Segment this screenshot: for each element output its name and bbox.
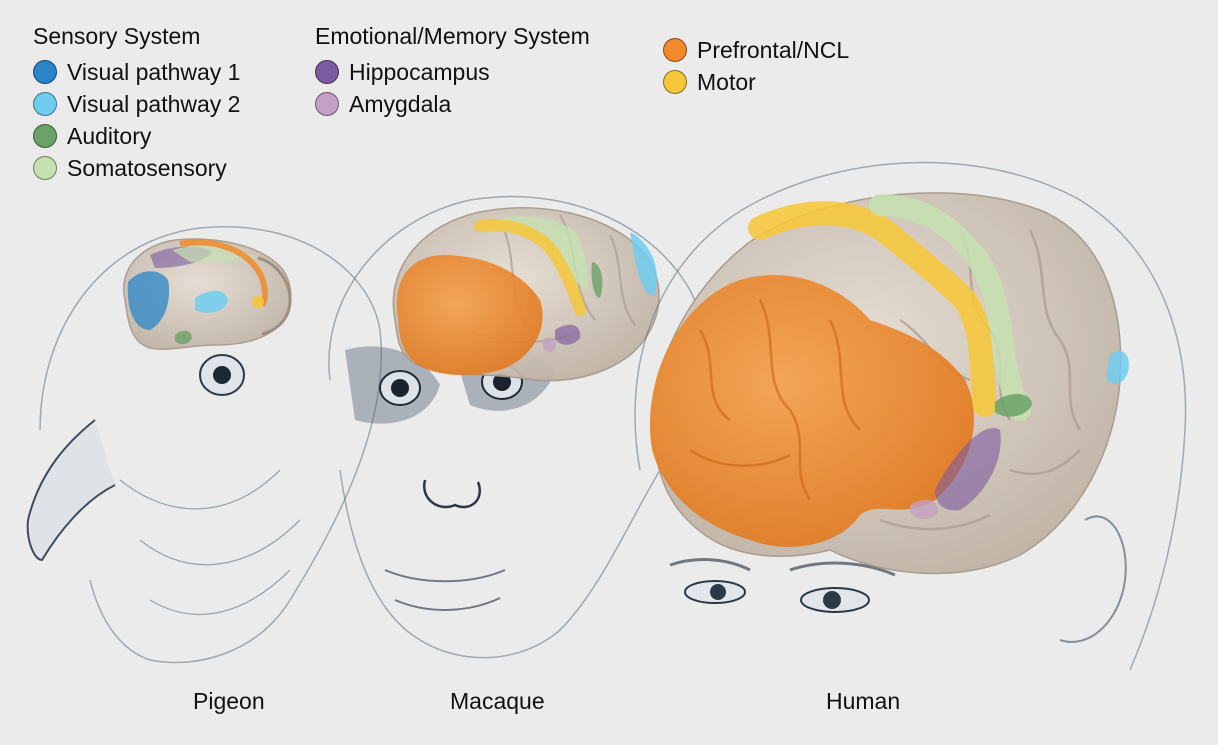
pigeon-feather-sketch — [119, 469, 301, 616]
legend-label-motor: Motor — [697, 68, 756, 95]
pigeon-region-visual-2 — [195, 290, 228, 313]
macaque-region-amygdala — [542, 337, 557, 352]
legend-swatch-motor — [663, 70, 687, 94]
pigeon-beak-sketch — [26, 419, 116, 562]
caption-macaque: Macaque — [450, 688, 545, 714]
human-region-auditory — [995, 394, 1032, 417]
caption-human: Human — [826, 688, 901, 714]
pigeon-pupil — [213, 366, 231, 384]
human-pupil-left — [710, 584, 726, 600]
legend-label-visual-pathway-1: Visual pathway 1 — [67, 58, 241, 85]
legend-swatch-auditory — [33, 124, 57, 148]
pigeon-head-sketch — [39, 226, 382, 664]
legend-label-auditory: Auditory — [67, 122, 152, 149]
legend-emotional-memory-system: Emotional/Memory System Hippocampus Amyg… — [315, 22, 590, 120]
macaque-pupil-right — [493, 373, 511, 391]
macaque-nose — [422, 479, 481, 509]
macaque-region-hippocampus — [555, 324, 581, 345]
pigeon-region-motor — [252, 296, 264, 308]
legend-label-amygdala: Amygdala — [349, 90, 452, 117]
human-ear-sketch — [1059, 515, 1127, 643]
macaque-illustration — [328, 195, 706, 659]
legend-label-prefrontal-ncl: Prefrontal/NCL — [697, 36, 850, 63]
legend-item-somatosensory: Somatosensory — [33, 152, 240, 184]
human-region-visual-2 — [1106, 351, 1129, 384]
pigeon-region-ncl — [179, 239, 268, 307]
legend-swatch-prefrontal-ncl — [663, 38, 687, 62]
human-region-amygdala — [910, 499, 939, 519]
caption-pigeon: Pigeon — [193, 688, 265, 714]
human-head-sketch — [634, 161, 1187, 671]
legend-item-visual-pathway-1: Visual pathway 1 — [33, 56, 240, 88]
legend-label-visual-pathway-2: Visual pathway 2 — [67, 90, 241, 117]
macaque-region-auditory — [591, 262, 603, 298]
legend-heading-emotional: Emotional/Memory System — [315, 23, 590, 49]
legend-item-amygdala: Amygdala — [315, 88, 590, 120]
macaque-region-motor — [474, 219, 586, 316]
legend-label-hippocampus: Hippocampus — [349, 58, 490, 85]
legend-item-auditory: Auditory — [33, 120, 240, 152]
legend-label-somatosensory: Somatosensory — [67, 154, 227, 181]
human-region-hippocampus — [935, 428, 1001, 511]
human-region-motor — [748, 201, 997, 417]
macaque-region-prefrontal — [396, 255, 543, 376]
human-illustration — [634, 161, 1187, 671]
legend-item-visual-pathway-2: Visual pathway 2 — [33, 88, 240, 120]
human-eyebrows — [669, 558, 896, 577]
macaque-region-visual-2 — [630, 232, 658, 296]
legend-swatch-hippocampus — [315, 60, 339, 84]
pigeon-illustration — [26, 226, 382, 664]
legend-swatch-amygdala — [315, 92, 339, 116]
pigeon-region-auditory — [175, 330, 192, 345]
human-region-prefrontal — [649, 274, 974, 547]
human-prefrontal-gyri — [689, 299, 861, 501]
human-pupil-right — [823, 591, 841, 609]
macaque-region-somatosensory — [485, 216, 589, 290]
legend-swatch-somatosensory — [33, 156, 57, 180]
macaque-mouth — [384, 569, 506, 611]
legend-heading-sensory: Sensory System — [33, 23, 201, 49]
legend-item-motor: Motor — [663, 66, 849, 98]
pigeon-cerebellum — [257, 256, 292, 336]
macaque-pupil-left — [391, 379, 409, 397]
human-region-somatosensory — [869, 194, 1031, 421]
legend-swatch-visual-pathway-1 — [33, 60, 57, 84]
legend-sensory-system: Sensory System Visual pathway 1 Visual p… — [33, 22, 240, 184]
legend-item-prefrontal-ncl: Prefrontal/NCL — [663, 34, 849, 66]
legend-swatch-visual-pathway-2 — [33, 92, 57, 116]
pigeon-region-visual-1 — [127, 271, 170, 330]
legend-item-hippocampus: Hippocampus — [315, 56, 590, 88]
legend-other-systems: Prefrontal/NCL Motor — [663, 37, 849, 98]
